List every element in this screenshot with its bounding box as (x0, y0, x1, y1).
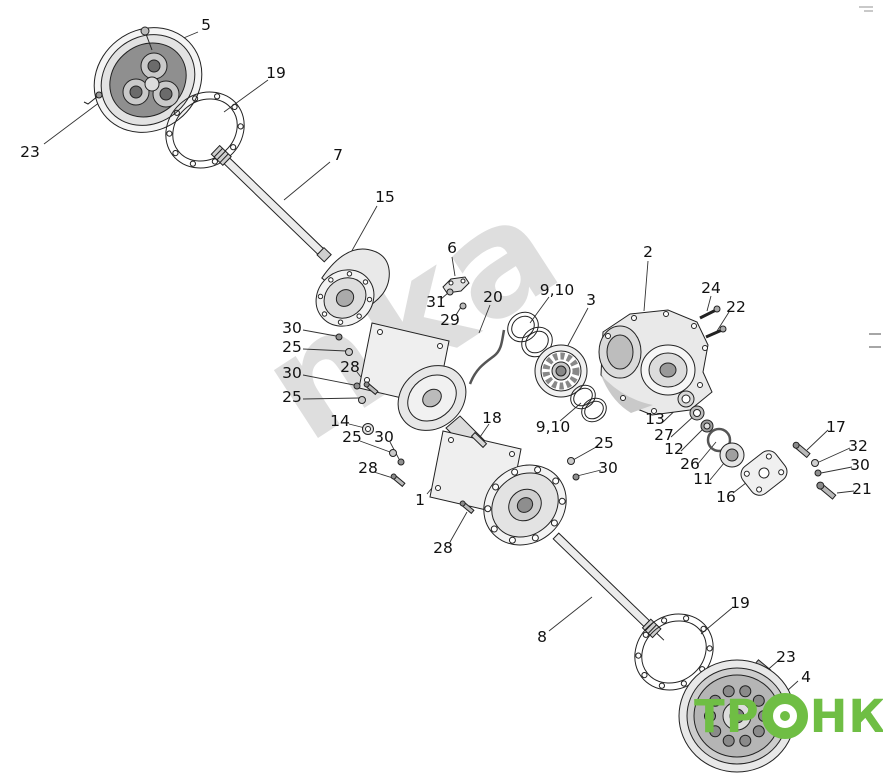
part-callout-29: 29 (440, 311, 460, 329)
part-callout-25: 25 (342, 428, 362, 446)
part-callout-31: 31 (426, 293, 446, 311)
logo-text-left: ТР (694, 689, 760, 743)
part-callout-3: 3 (586, 291, 596, 309)
part-callout-19: 19 (730, 594, 750, 612)
hub-flange (483, 464, 567, 546)
front-hub-drum (83, 26, 203, 133)
part-callout-23: 23 (20, 143, 40, 161)
part-callout-28: 28 (358, 459, 378, 477)
logo-text-right: НКА (809, 689, 883, 743)
part-callout-25: 25 (282, 338, 302, 356)
part-callout-26: 26 (680, 455, 700, 473)
part-callout-9-10: 9,10 (539, 281, 575, 299)
part-callout-23: 23 (776, 648, 796, 666)
part-callout-15: 15 (375, 188, 395, 206)
part-callout-2: 2 (643, 243, 653, 261)
edge-ticks (869, 333, 881, 348)
part-callout-4: 4 (801, 668, 811, 686)
oil-pipe (468, 329, 506, 385)
part-callout-21: 21 (852, 480, 872, 498)
stud-24 (699, 305, 721, 320)
part-callout-30: 30 (282, 319, 302, 337)
part-callout-30: 30 (374, 428, 394, 446)
part-callout-28: 28 (433, 539, 453, 557)
gasket-ring-bottom (634, 613, 714, 691)
part-callout-6: 6 (447, 239, 457, 257)
part-callout-13: 13 (645, 410, 665, 428)
part-callout-18: 18 (482, 409, 502, 427)
part-callout-30: 30 (282, 364, 302, 382)
part-callout-1: 1 (415, 491, 425, 509)
part-callout-28: 28 (340, 358, 360, 376)
part-callout-24: 24 (701, 279, 721, 297)
part-callout-16: 16 (716, 488, 736, 506)
rear-brake-drum (678, 659, 796, 773)
stud-22 (705, 325, 727, 339)
part-callout-11: 11 (693, 470, 713, 488)
differential-carrier (315, 248, 390, 327)
reduction-gearbox (598, 305, 727, 416)
part-callout-27: 27 (654, 426, 674, 444)
brand-logo: ТР НКА (694, 688, 883, 744)
part-callout-30: 30 (598, 459, 618, 477)
part-callout-7: 7 (333, 146, 343, 164)
corner-note (859, 6, 875, 16)
bearing (534, 344, 588, 398)
part-callout-30: 30 (850, 456, 870, 474)
part-callout-25: 25 (594, 434, 614, 452)
output-parts-chain (677, 390, 788, 496)
part-callout-12: 12 (664, 440, 684, 458)
part-callout-25: 25 (282, 388, 302, 406)
logo-emblem-icon (761, 693, 808, 739)
axle-shaft-left (210, 144, 332, 263)
right-fasteners (792, 441, 837, 500)
part-callout-5: 5 (201, 16, 211, 34)
part-callout-22: 22 (726, 298, 746, 316)
part-callout-17: 17 (826, 418, 846, 436)
part-callout-32: 32 (848, 437, 868, 455)
bracket-and-bolts (442, 276, 470, 310)
part-callout-20: 20 (483, 288, 503, 306)
left-fasteners (335, 333, 580, 515)
seal-rings-lower (570, 384, 607, 423)
part-callout-14: 14 (330, 412, 350, 430)
part-callout-8: 8 (537, 628, 547, 646)
part-callout-19: 19 (266, 64, 286, 82)
part-callout-9-10: 9,10 (535, 418, 571, 436)
